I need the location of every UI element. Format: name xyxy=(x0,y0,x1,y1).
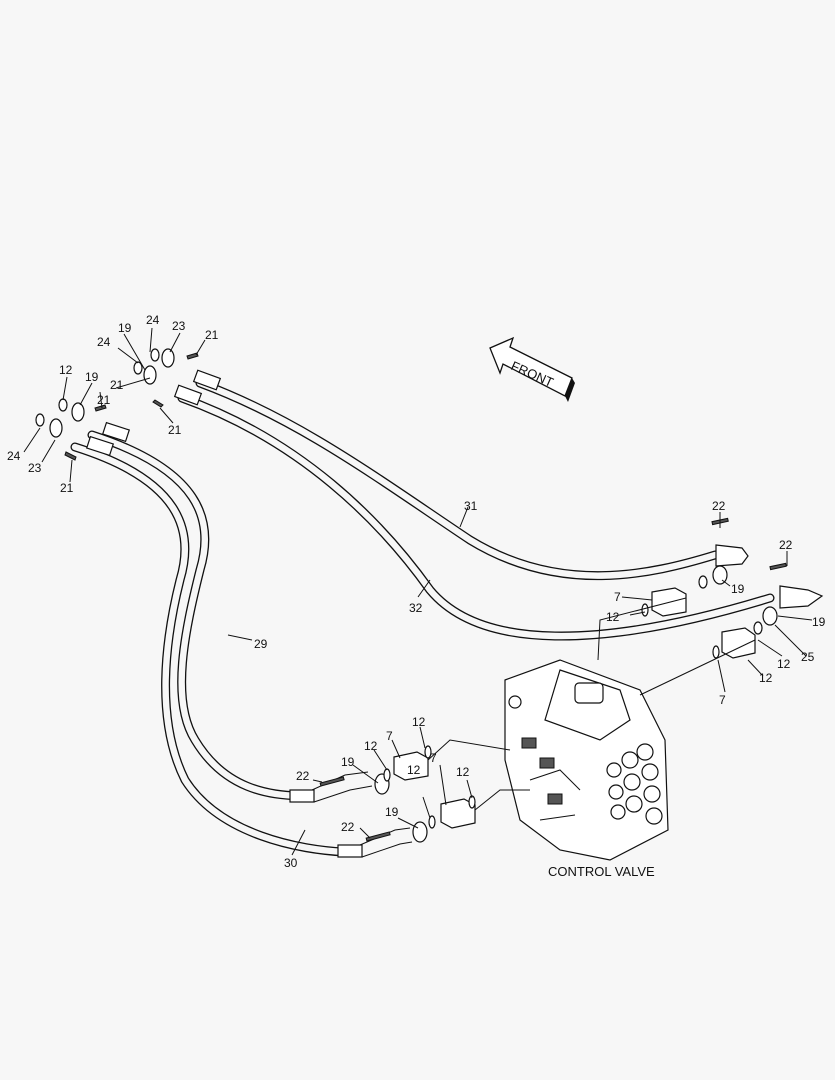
hose-29 xyxy=(87,430,305,801)
callout: 24 xyxy=(146,313,160,327)
callout: 12 xyxy=(407,763,421,777)
hose-30 xyxy=(70,442,350,857)
callout: 21 xyxy=(168,423,182,437)
callout: 22 xyxy=(712,499,726,513)
callout: 12 xyxy=(777,657,791,671)
callout: 30 xyxy=(284,856,298,870)
callout: 32 xyxy=(409,601,423,615)
callout: 22 xyxy=(779,538,793,552)
callout: 31 xyxy=(464,499,478,513)
callout: 25 xyxy=(801,650,815,664)
hose-elbows xyxy=(311,771,413,858)
callout: 19 xyxy=(341,755,355,769)
callout: 7 xyxy=(386,729,393,743)
hose-32 xyxy=(177,393,775,641)
callout: 7 xyxy=(614,590,621,604)
callout: 19 xyxy=(85,370,99,384)
callout: 12 xyxy=(759,671,773,685)
callout: 23 xyxy=(28,461,42,475)
callout: 22 xyxy=(296,769,310,783)
callout: 19 xyxy=(385,805,399,819)
hose-end-fittings xyxy=(85,369,824,858)
callout: 7 xyxy=(430,751,437,765)
callout: 12 xyxy=(59,363,73,377)
callout: 24 xyxy=(97,335,111,349)
callouts: 24 19 23 21 24 21 21 12 19 21 24 23 21 3… xyxy=(7,313,826,870)
callout: 21 xyxy=(205,328,219,342)
front-arrow: FRONT xyxy=(489,336,575,402)
callout: 19 xyxy=(118,321,132,335)
callout: 29 xyxy=(254,637,268,651)
control-valve: CONTROL VALVE xyxy=(504,659,669,879)
callout: 12 xyxy=(456,765,470,779)
callout: 12 xyxy=(364,739,378,753)
callout: 12 xyxy=(606,610,620,624)
callout: 21 xyxy=(60,481,74,495)
flange-group-upper xyxy=(35,348,199,461)
callout: 21 xyxy=(97,393,111,407)
callout: 12 xyxy=(412,715,426,729)
connection-leaders xyxy=(427,597,756,811)
callout: 22 xyxy=(341,820,355,834)
callout: 7 xyxy=(719,693,726,707)
callout: 19 xyxy=(731,582,745,596)
callout: 21 xyxy=(110,378,124,392)
callout: 23 xyxy=(172,319,186,333)
hose-31 xyxy=(195,378,720,581)
callout-leaders xyxy=(23,327,813,856)
adapter-blocks xyxy=(383,587,756,829)
callout: 19 xyxy=(812,615,826,629)
control-valve-label: CONTROL VALVE xyxy=(548,864,655,879)
callout: 24 xyxy=(7,449,21,463)
